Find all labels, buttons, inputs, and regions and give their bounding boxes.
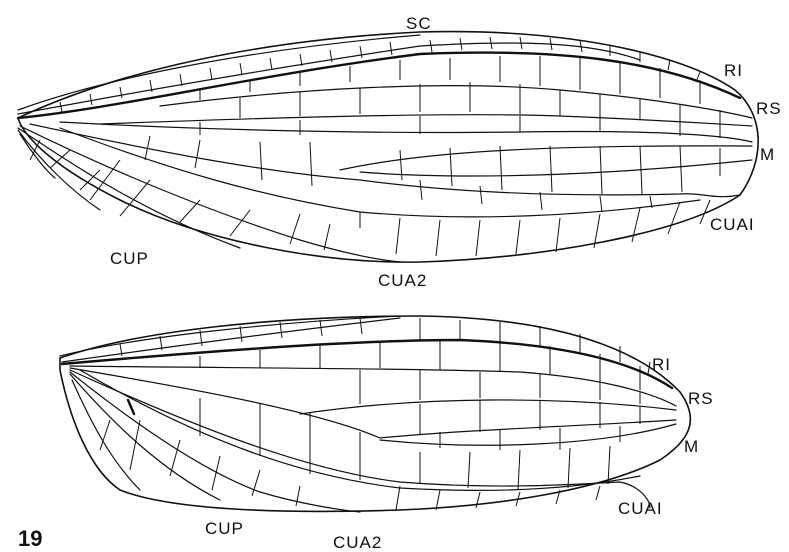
forewing-cup-vein — [18, 128, 240, 248]
forewing-r1-vein — [18, 53, 740, 118]
label-cua1-forewing: CUAI — [710, 215, 755, 234]
label-r1-forewing: RI — [724, 61, 743, 80]
hindwing-outline — [60, 316, 690, 511]
forewing — [18, 32, 758, 263]
figure-number: 19 — [18, 526, 42, 551]
forewing-rs-vein — [160, 86, 752, 118]
label-cua2-hindwing: CUA2 — [333, 533, 382, 552]
forewing-anal-vein — [18, 130, 100, 210]
forewing-m-branch-2 — [360, 160, 752, 176]
label-r1-hindwing: RI — [652, 355, 671, 374]
hindwing-crossveins — [100, 318, 650, 510]
forewing-m-vein — [60, 122, 752, 142]
label-sc: SC — [406, 14, 432, 33]
label-cua2-forewing: CUA2 — [378, 271, 427, 290]
label-m-hindwing: M — [684, 437, 699, 456]
label-cua1-hindwing: CUAI — [618, 499, 663, 518]
label-m-forewing: M — [760, 145, 775, 164]
label-rs-hindwing: RS — [688, 389, 714, 408]
forewing-labels: SC RI RS M CUAI CUP CUA2 — [110, 14, 782, 290]
hindwing-jugal-mark — [128, 400, 134, 414]
hindwing-cua2-vein — [70, 372, 360, 512]
hindwing-rs-vein — [70, 366, 676, 406]
hindwing — [60, 316, 690, 512]
hindwing-cup-vein — [70, 374, 220, 500]
label-cup-hindwing: CUP — [205, 519, 244, 538]
forewing-cua2-vein — [20, 126, 400, 262]
forewing-rs-branch — [100, 115, 752, 126]
label-rs-forewing: RS — [756, 99, 782, 118]
hindwing-rs-branch — [300, 400, 676, 414]
hindwing-m-vein — [70, 368, 676, 438]
label-cup-forewing: CUP — [110, 249, 149, 268]
hindwing-labels: RI RS M CUAI CUP CUA2 — [205, 355, 714, 552]
forewing-cua-vein — [30, 124, 740, 197]
